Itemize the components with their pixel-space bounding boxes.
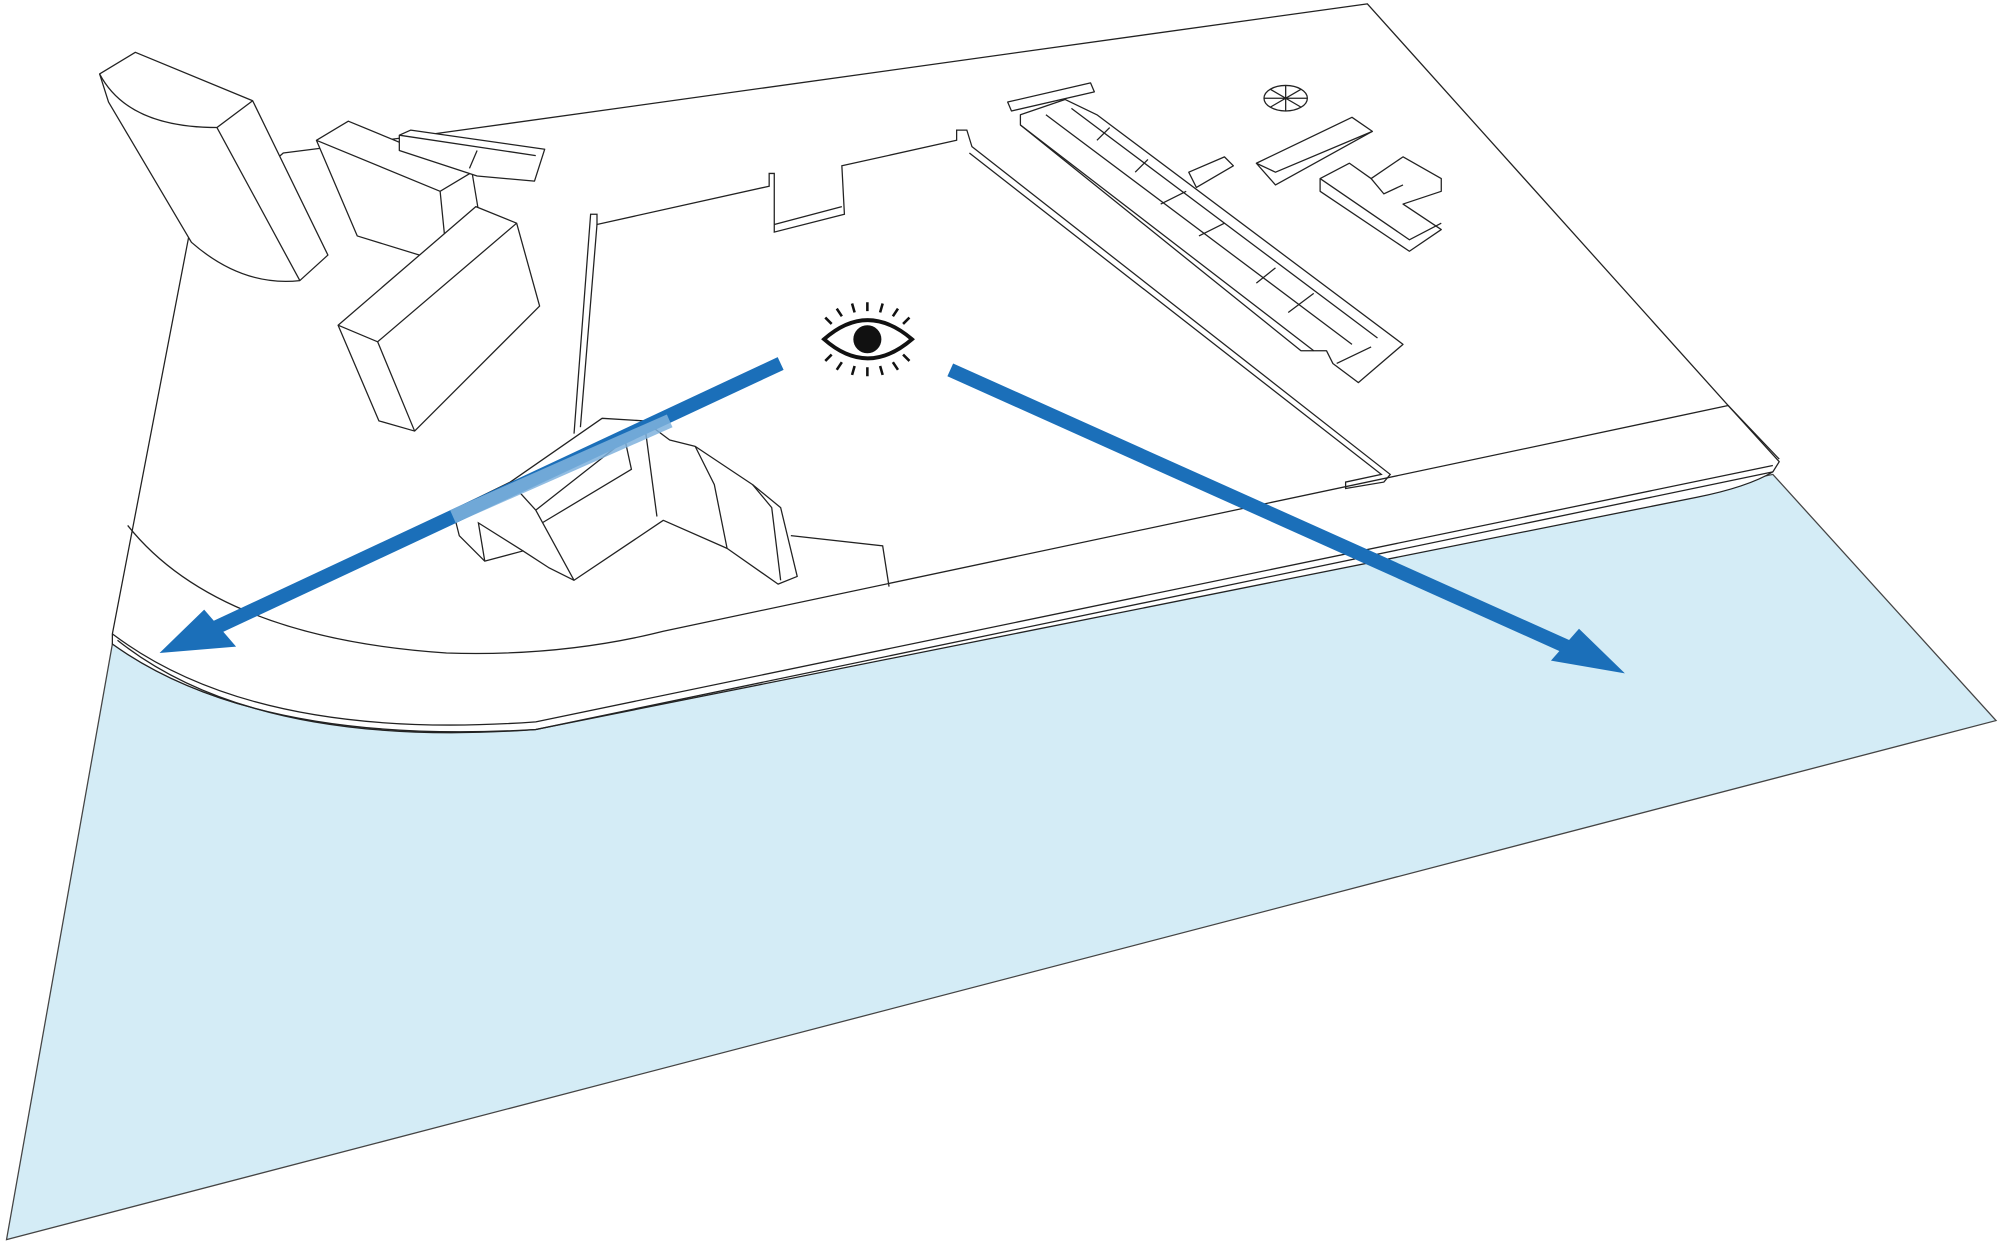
stepped-building xyxy=(1319,156,1442,252)
cylinder-building xyxy=(98,51,329,282)
quay-inner-edge xyxy=(127,404,1729,655)
small-building xyxy=(1188,156,1235,189)
eye-icon xyxy=(821,302,915,377)
arrow-left-view-icon xyxy=(159,357,784,653)
block-building-2 xyxy=(337,205,541,432)
central-building-complex xyxy=(452,417,798,585)
block-building-1 xyxy=(315,120,480,263)
plaza-bottom xyxy=(790,535,890,587)
thin-strip-building xyxy=(1007,82,1096,112)
plaza-outline xyxy=(573,129,1392,490)
plaza-edge-2 xyxy=(579,205,843,428)
arrow-right-view-icon xyxy=(947,363,1625,674)
rect-building xyxy=(1255,116,1374,186)
rotunda xyxy=(1263,84,1308,112)
quay-outer-edge-2 xyxy=(117,471,1773,734)
pier-building xyxy=(398,129,546,182)
long-building-row xyxy=(1019,98,1404,384)
quay-end xyxy=(1727,405,1780,460)
quay-outer-edge xyxy=(111,464,1773,726)
